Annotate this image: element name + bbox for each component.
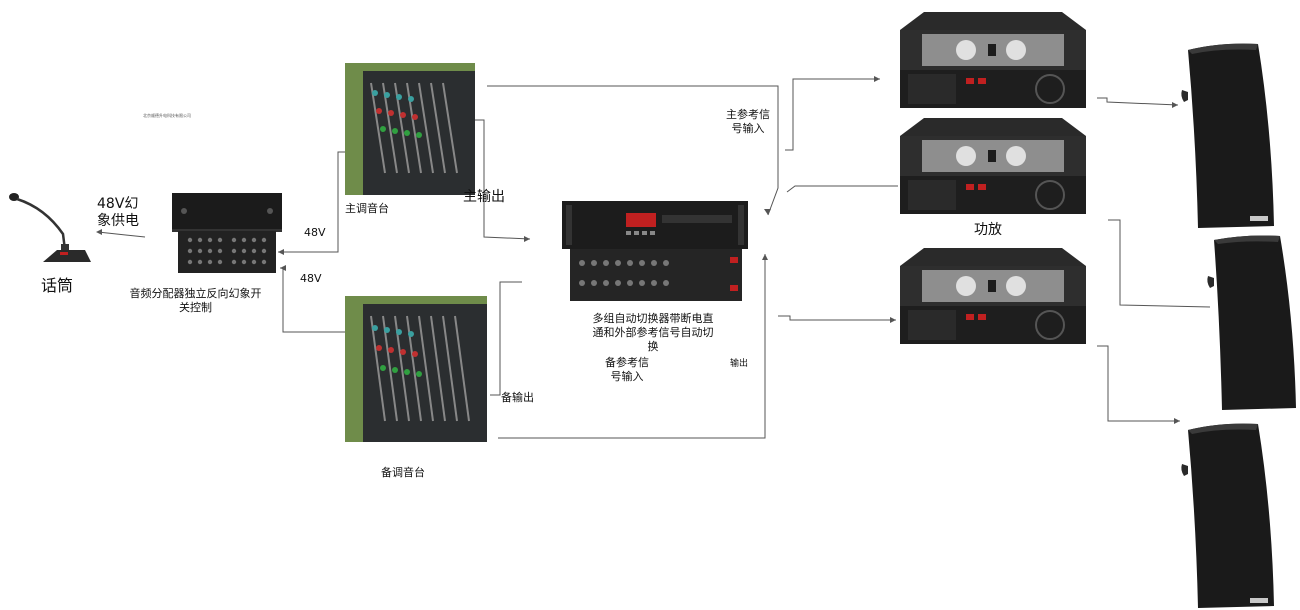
wire-amp3-speaker3	[1097, 345, 1180, 422]
amplifier-label: 功放	[974, 222, 1002, 238]
wire-splitter-to-mic	[97, 231, 146, 238]
auto-switcher-rack-icon	[562, 201, 748, 301]
phantom-power-label: 48V幻 象供电	[97, 196, 139, 229]
gooseneck-microphone-icon	[9, 193, 91, 262]
wire-amp2-speaker2	[1108, 219, 1211, 308]
power-amplifier-icon-3	[900, 248, 1086, 344]
wall-speaker-icon-3	[1181, 423, 1274, 608]
splitter-label: 音频分配器独立反向幻象开 关控制	[129, 287, 262, 314]
wall-speaker-icon-1	[1181, 43, 1274, 228]
wire-backup-mixer-bottom	[498, 254, 766, 439]
backup-ref-input-label: 备参考信 号输入	[605, 356, 649, 383]
audio-splitter-rack-icon	[172, 193, 282, 273]
wire-to-amp-3	[778, 315, 896, 321]
wire-backup-output	[490, 281, 522, 396]
microphone-label: 话筒	[41, 276, 74, 295]
v48-top-label: 48V	[304, 226, 326, 239]
output-label: 输出	[730, 359, 749, 369]
wire-amp1-speaker1	[1097, 97, 1179, 106]
switcher-label: 多组自动切换器带断电直 通和外部参考信号自动切 换	[592, 312, 714, 353]
wire-splitter-main-mixer	[278, 151, 345, 253]
main-mixer-label: 主调音台	[345, 202, 389, 215]
wire-to-amp-1	[785, 78, 880, 151]
backup-mixer-label: 备调音台	[381, 466, 425, 479]
backup-mixing-console-icon	[345, 296, 487, 442]
splitter-small-text: 北京顺德升电科技有限公司	[143, 113, 191, 118]
backup-output-label: 备输出	[501, 391, 534, 404]
main-ref-input-label: 主参考信 号输入	[726, 108, 770, 135]
wall-speaker-icon-2	[1207, 235, 1296, 410]
power-amplifier-icon-2	[900, 118, 1086, 214]
wire-to-amp-2	[786, 185, 898, 193]
v48-bottom-label: 48V	[300, 272, 322, 285]
main-output-label: 主输出	[463, 189, 505, 205]
power-amplifier-icon-1	[900, 12, 1086, 108]
wire-main-output	[473, 119, 531, 240]
main-mixing-console-icon	[345, 63, 475, 195]
wire-main-mixer-top	[487, 85, 779, 216]
